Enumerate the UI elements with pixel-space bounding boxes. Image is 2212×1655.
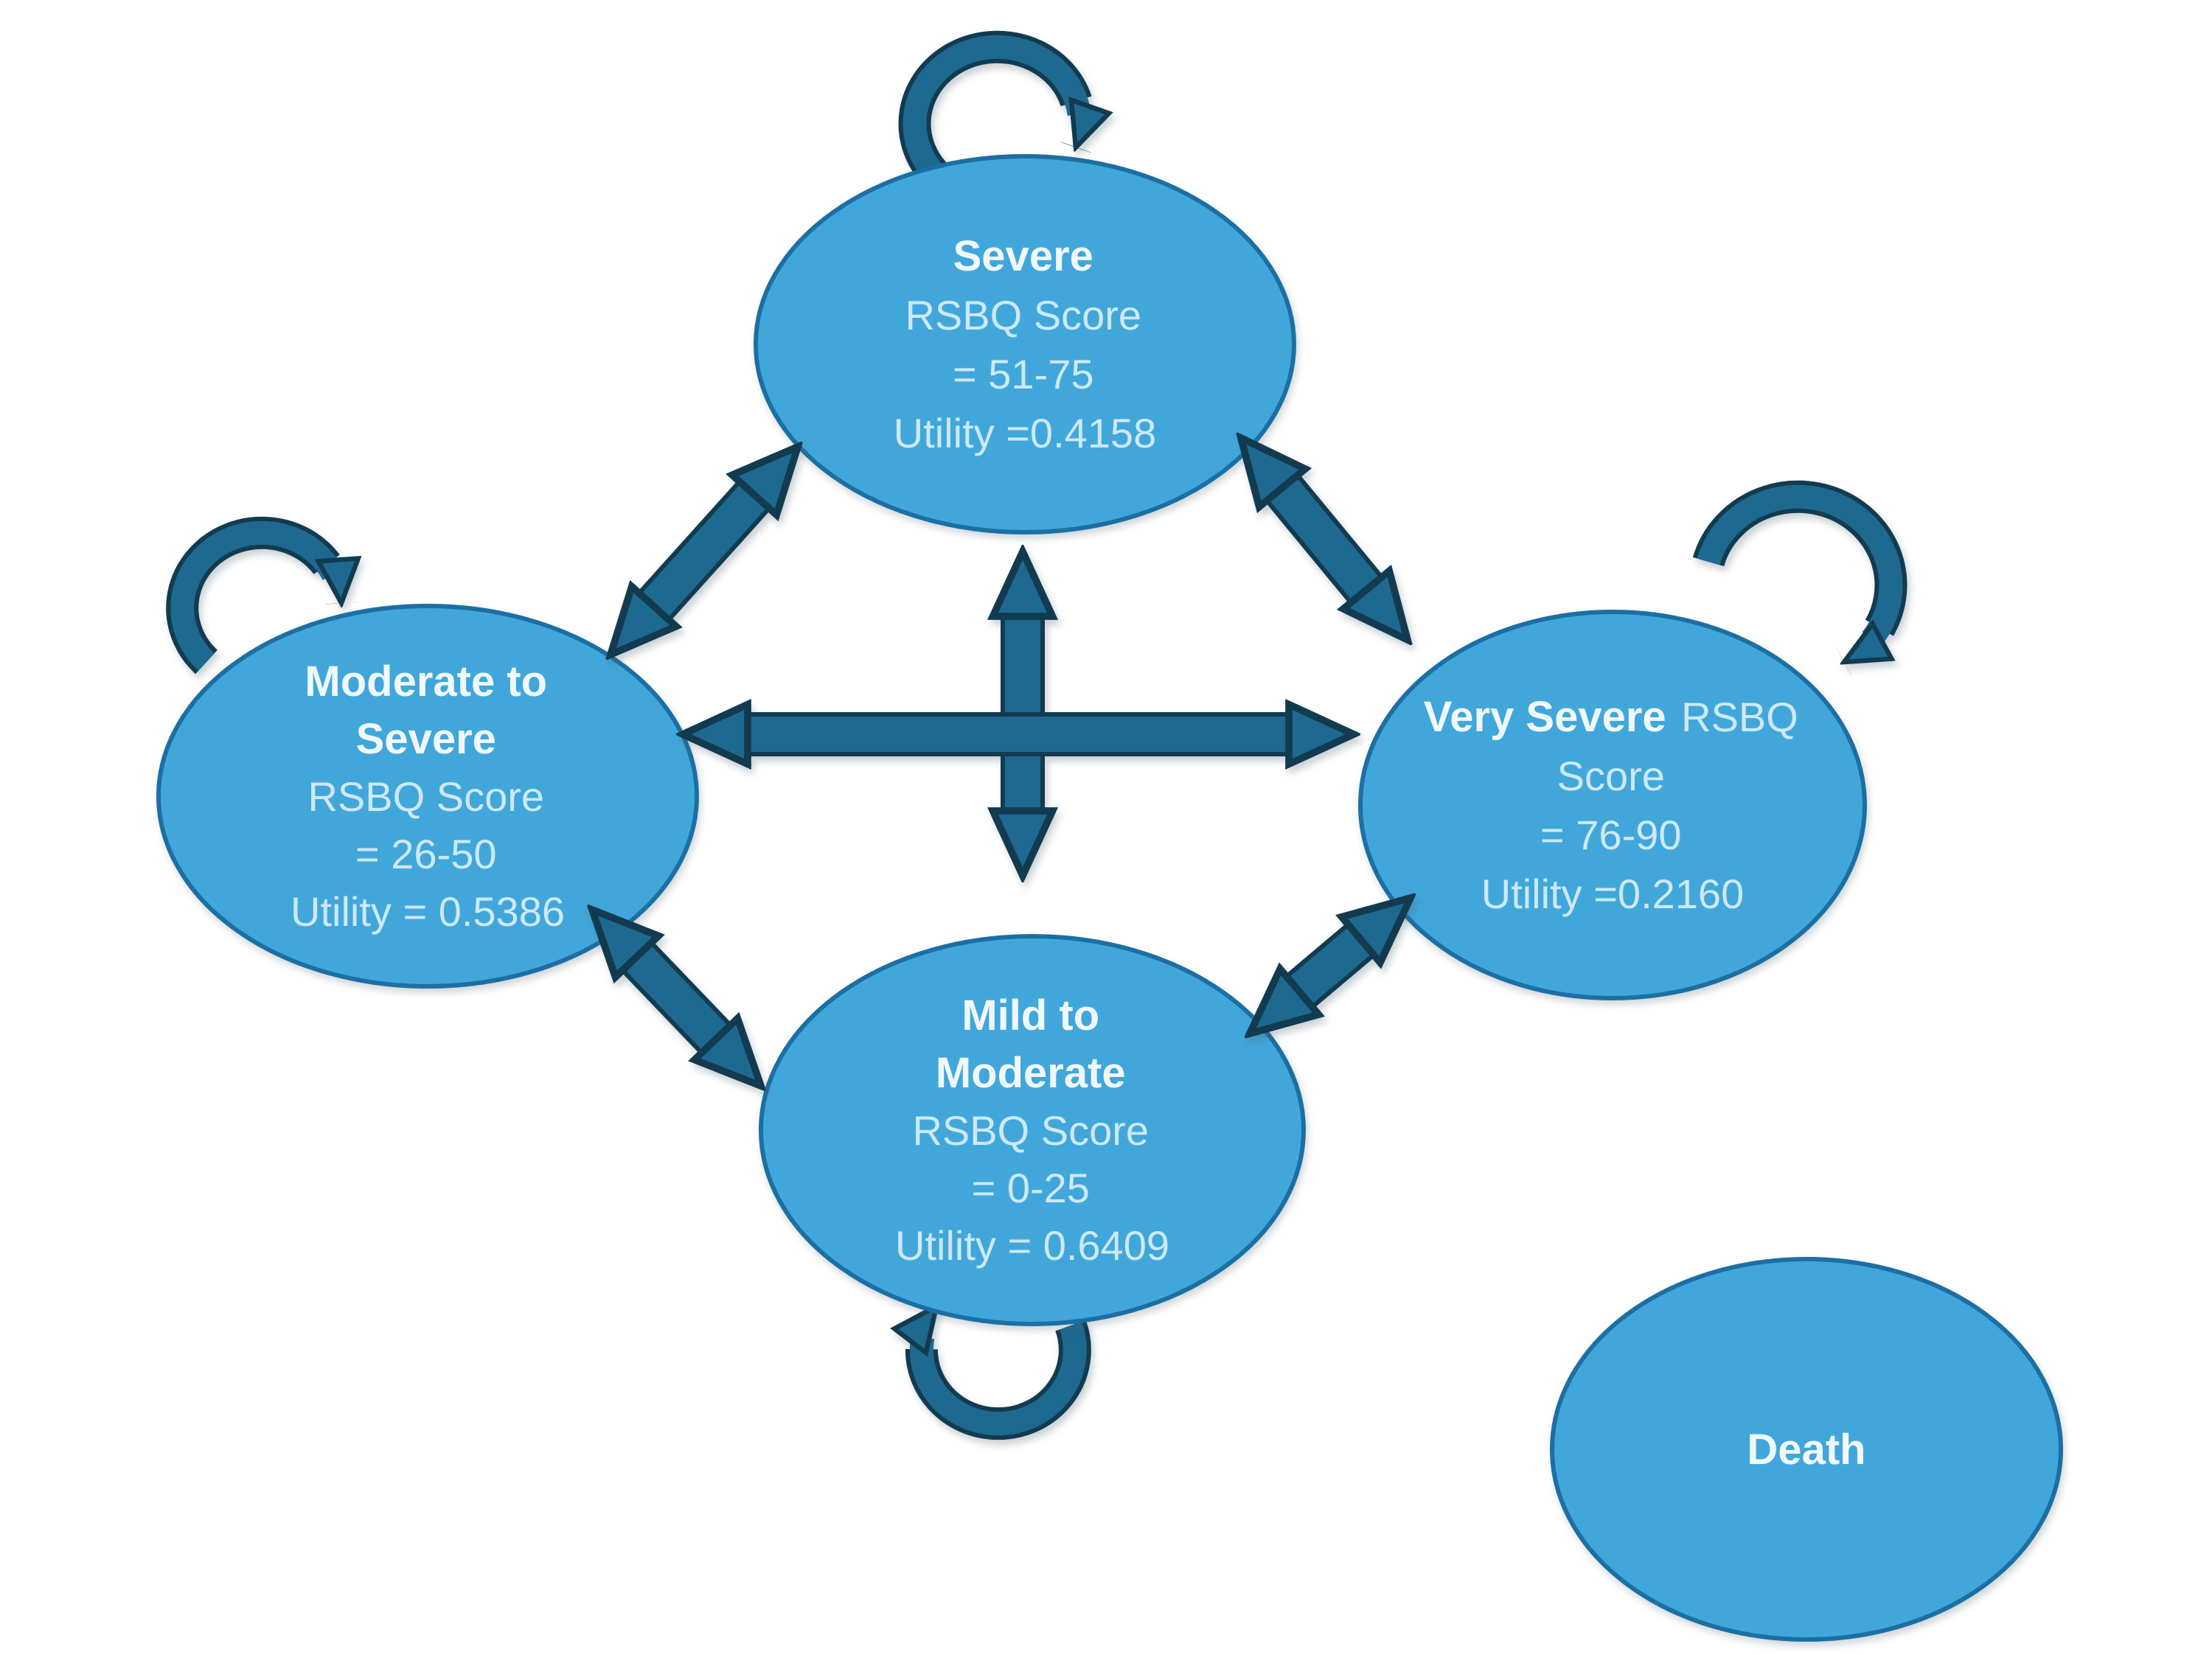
edge-moderate-mild	[579, 897, 774, 1098]
moderate-to-severe-line-5: Utility = 0.5386	[291, 888, 565, 935]
moderate-to-severe-label: Moderate to Severe RSBQ Score = 26-50 Ut…	[291, 658, 565, 935]
mild-to-moderate-line-4: = 0-25	[972, 1165, 1090, 1211]
moderate-to-severe-ellipse	[156, 604, 699, 989]
edge-severe-moderate	[597, 434, 811, 667]
mild-to-moderate-line-1: Mild to	[961, 992, 1099, 1039]
self-loop-severe-fill	[902, 35, 1080, 186]
severe-line-1: Severe	[953, 232, 1093, 280]
mild-to-moderate-line-2: Moderate	[936, 1049, 1126, 1097]
very-severe-line-4: Utility =0.2160	[1481, 871, 1744, 917]
very-severe-label: Very Severe RSBQ Score = 76-90 Utility =…	[1424, 693, 1802, 917]
edge-severe-verysevere	[1227, 426, 1422, 652]
self-loop-very-severe-fill	[1697, 484, 1903, 673]
self-transition-loops	[166, 30, 1907, 1440]
mild-to-moderate-line-5: Utility = 0.6409	[895, 1222, 1169, 1269]
very-severe-title: Very Severe	[1424, 693, 1666, 741]
death-line-1: Death	[1747, 1426, 1865, 1474]
moderate-to-severe-line-2: Severe	[356, 715, 496, 763]
edge-mild-verysevere	[1238, 884, 1422, 1048]
severe-line-2: RSBQ Score	[905, 292, 1141, 338]
severe-line-3: = 51-75	[953, 351, 1094, 397]
moderate-to-severe-line-4: = 26-50	[355, 831, 497, 877]
state-mild-to-moderate: Mild to Moderate RSBQ Score = 0-25 Utili…	[759, 934, 1306, 1326]
state-moderate-to-severe: Moderate to Severe RSBQ Score = 26-50 Ut…	[156, 604, 699, 989]
state-death: Death	[1550, 1257, 2063, 1642]
death-ellipse	[1550, 1257, 2063, 1642]
state-severe: Severe RSBQ Score = 51-75 Utility =0.415…	[754, 154, 1296, 534]
self-loop-mild-to-moderate-fill	[922, 1299, 1087, 1436]
mild-to-moderate-ellipse	[759, 934, 1306, 1326]
very-severe-line-2: Score	[1557, 753, 1665, 799]
state-very-severe: Very Severe RSBQ Score = 76-90 Utility =…	[1358, 610, 1867, 1000]
severe-ellipse	[754, 154, 1296, 534]
mild-to-moderate-label: Mild to Moderate RSBQ Score = 0-25 Utili…	[895, 992, 1169, 1269]
very-severe-title-suffix: RSBQ	[1681, 694, 1798, 740]
very-severe-line-1: Very Severe RSBQ	[1424, 693, 1802, 741]
very-severe-line-3: = 76-90	[1540, 812, 1682, 858]
very-severe-ellipse	[1358, 610, 1867, 1000]
transition-arrows	[576, 423, 1425, 1101]
mild-to-moderate-line-3: RSBQ Score	[912, 1107, 1149, 1154]
self-loop-moderate-to-severe-fill	[170, 520, 341, 671]
moderate-to-severe-line-1: Moderate to	[305, 658, 547, 705]
severe-label: Severe RSBQ Score = 51-75 Utility =0.415…	[894, 232, 1156, 456]
moderate-to-severe-line-3: RSBQ Score	[307, 773, 544, 820]
state-nodes: Severe RSBQ Score = 51-75 Utility =0.415…	[156, 154, 2063, 1642]
severe-line-4: Utility =0.4158	[894, 410, 1156, 456]
death-label: Death	[1747, 1426, 1865, 1474]
